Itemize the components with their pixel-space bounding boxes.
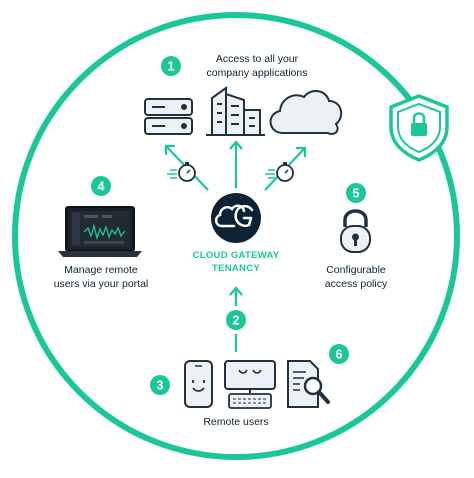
step-1-label-line1: Access to all your <box>215 53 299 65</box>
desktop-keyboard-icon <box>224 360 276 409</box>
svg-text:3: 3 <box>157 379 164 393</box>
padlock-icon <box>340 209 371 253</box>
cloud-icon <box>269 90 343 135</box>
step-4-label-line1: Manage remote <box>64 264 138 276</box>
svg-text:1: 1 <box>168 60 175 74</box>
svg-text:4: 4 <box>98 180 105 194</box>
step-6-badge: 6 <box>329 344 349 364</box>
smartphone-icon <box>184 360 213 408</box>
step-1-label-line2: company applications <box>206 67 308 79</box>
svg-text:2: 2 <box>233 314 240 328</box>
server-icon <box>144 98 193 135</box>
center-label-line1: CLOUD GATEWAY <box>192 250 280 261</box>
step-1-label: Access to all your company applications <box>182 52 332 80</box>
stopwatch-icon <box>167 162 196 182</box>
step-5-badge: 5 <box>346 183 366 203</box>
step-4-badge: 4 <box>91 176 111 196</box>
office-buildings-icon <box>206 86 265 136</box>
center-label-line2: TENANCY <box>211 263 261 274</box>
laptop-dashboard-icon <box>58 206 142 257</box>
step-5-label: Configurable access policy <box>300 263 412 291</box>
outer-ring <box>12 12 460 460</box>
remote-users-label: Remote users <box>203 416 269 428</box>
arrow-to-center <box>229 286 243 352</box>
step-3-badge: 3 <box>150 375 170 395</box>
cloud-gateway-logo <box>211 193 261 243</box>
shield-lock-icon <box>389 94 449 162</box>
step-4-label-line2: users via your portal <box>53 278 149 290</box>
step-4-label: Manage remote users via your portal <box>36 263 166 291</box>
svg-text:5: 5 <box>353 187 360 201</box>
step-2-badge: 2 <box>226 310 246 330</box>
document-search-icon <box>287 360 330 408</box>
stopwatch-icon <box>265 162 294 182</box>
step-1-badge: 1 <box>161 56 181 76</box>
svg-text:6: 6 <box>336 348 343 362</box>
step-5-label-line2: access policy <box>324 278 388 290</box>
step-5-label-line1: Configurable <box>326 264 386 276</box>
center-label: CLOUD GATEWAY TENANCY <box>176 249 296 275</box>
arrow-to-buildings <box>229 140 243 188</box>
